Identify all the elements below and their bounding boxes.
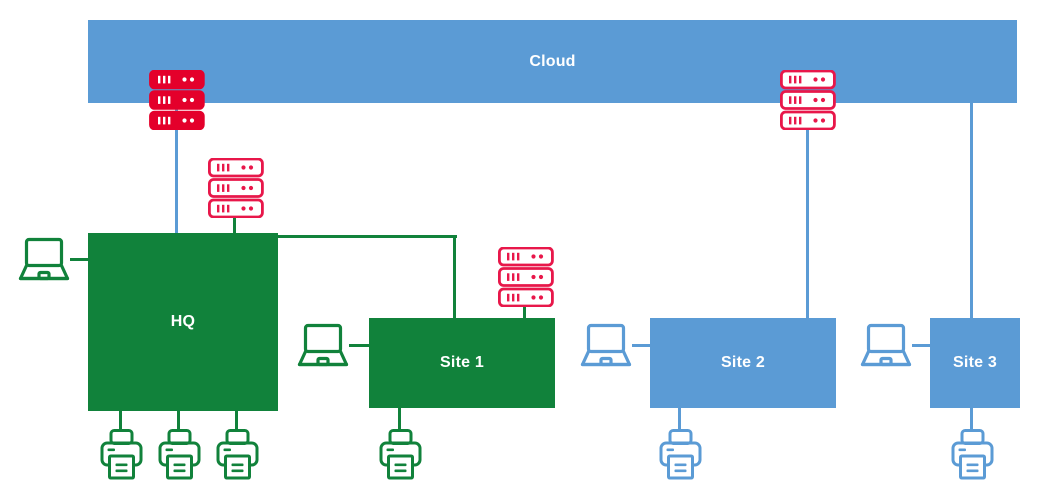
printer-hq-1-icon[interactable] <box>99 428 144 482</box>
laptop-site3-icon[interactable] <box>860 322 916 370</box>
printer-site1-1-icon[interactable] <box>378 428 423 482</box>
link-hqserver-hq <box>233 214 236 236</box>
laptop-hq-icon[interactable] <box>18 236 74 284</box>
printer-hq-3-icon[interactable] <box>215 428 260 482</box>
link-cloud-site2-vertical <box>806 130 809 320</box>
server-cloud-hq-icon[interactable] <box>148 70 206 130</box>
link-laptop-hq <box>70 258 90 261</box>
link-laptop-site1 <box>349 344 371 347</box>
link-site1server-site1 <box>523 303 526 321</box>
link-laptop-site3 <box>912 344 934 347</box>
printer-site3-1-icon[interactable] <box>950 428 995 482</box>
server-hq-icon[interactable] <box>208 158 264 218</box>
node-label-hq: HQ <box>170 313 196 330</box>
link-cloud-site3-vertical <box>970 103 973 321</box>
link-site2-printer-1 <box>678 406 681 431</box>
node-label-site2: Site 2 <box>721 354 765 371</box>
link-cloud-hq-vertical <box>175 103 178 236</box>
link-hq-printer-2 <box>177 409 180 431</box>
node-box-site1[interactable]: Site 1 <box>369 318 555 408</box>
link-hq-printer-3 <box>235 409 238 431</box>
node-box-site3[interactable]: Site 3 <box>930 318 1020 408</box>
server-cloud-site2-icon[interactable] <box>780 70 836 130</box>
link-laptop-site2 <box>632 344 654 347</box>
link-hq-printer-1 <box>119 409 122 431</box>
node-label-site1: Site 1 <box>440 354 484 371</box>
laptop-site2-icon[interactable] <box>580 322 636 370</box>
laptop-site1-icon[interactable] <box>297 322 353 370</box>
link-site1-printer-1 <box>398 406 401 431</box>
node-label-site3: Site 3 <box>953 354 997 371</box>
link-hq-site1-vertical <box>453 236 456 320</box>
link-hq-site1-horizontal <box>276 235 457 238</box>
printer-hq-2-icon[interactable] <box>157 428 202 482</box>
printer-site2-1-icon[interactable] <box>658 428 703 482</box>
node-box-site2[interactable]: Site 2 <box>650 318 836 408</box>
node-box-hq[interactable]: HQ <box>88 233 278 411</box>
node-label-cloud: Cloud <box>529 52 576 70</box>
link-site3-printer-1 <box>970 406 973 431</box>
node-box-cloud[interactable]: Cloud <box>88 20 1017 103</box>
server-site1-icon[interactable] <box>498 247 554 307</box>
